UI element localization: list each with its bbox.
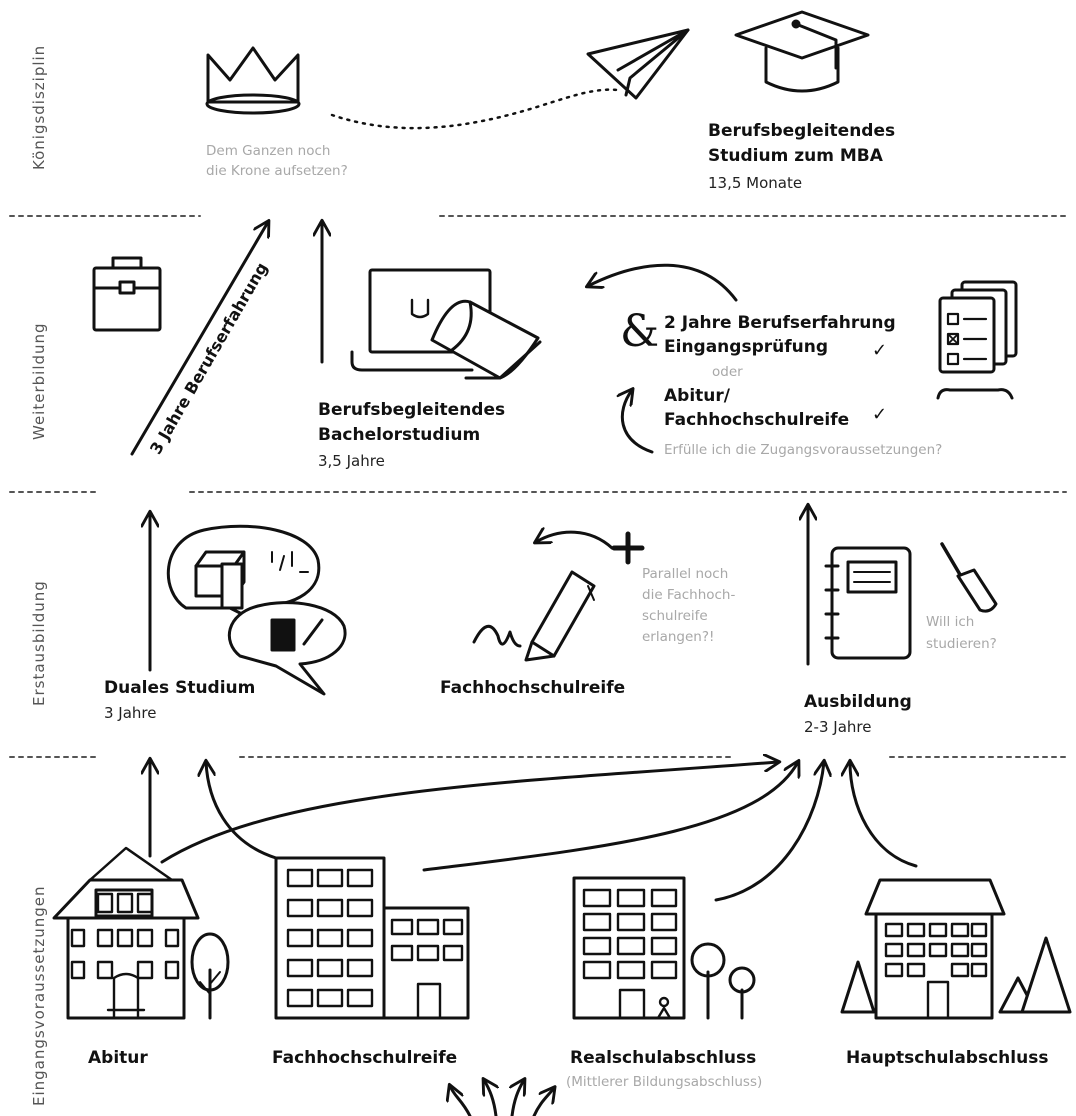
ausbildung-duration: 2-3 Jahre [804,718,872,736]
requirement-check-2: ✓ [872,404,888,425]
mba-duration: 13,5 Monate [708,174,803,192]
fhr-erst-title: Fachhochschulreife [440,678,626,698]
realschule-building-icon [572,876,686,1020]
fhr-building-icon [274,856,470,1020]
fhr-to-ausbildung-arrow [422,762,798,872]
realschule-to-ausbildung-arrow [714,762,824,902]
requirement-check-1: ✓ [872,340,888,361]
section-label-erstausbildung: Erstausbildung [30,580,48,706]
requirement-abitur: Abitur/ [664,386,730,406]
requirement-experience: 2 Jahre Berufserfahrung [664,313,896,333]
graduation-cap-icon [734,10,870,93]
crown-question-line1: Dem Ganzen noch [206,143,331,159]
pen-signature-icon [472,570,596,662]
bachelor-title-line1: Berufsbegleitendes [318,400,506,420]
parallel-back-arrow [536,532,614,550]
laptop-book-icon [350,268,542,380]
parallel-note-3: schulreife [642,608,708,624]
ausbildung-title: Ausbildung [804,692,912,712]
experience-arrow [130,222,268,456]
abitur-to-ausbildung-arrow [160,762,778,864]
ampersand-sign: & [620,306,660,357]
tree-icon [190,932,230,1020]
study-question-1: Will ich [926,614,975,630]
crown-question-line2: die Krone aufsetzen? [206,163,348,179]
section-label-eingangsvoraussetzungen: Eingangsvoraussetzungen [30,885,48,1106]
hauptschule-to-ausbildung-arrow [850,762,918,868]
crown-icon [205,46,301,115]
speech-bubbles-icon [166,524,347,696]
entry-abitur: Abitur [88,1048,148,1068]
entry-realschulabschluss: Realschulabschluss [570,1048,757,1068]
entry-hauptschulabschluss: Hauptschulabschluss [846,1048,1049,1068]
study-question-2: studieren? [926,636,997,652]
duales-title: Duales Studium [104,678,256,698]
bottom-arrows [450,1080,554,1116]
pine-trees-icon [840,936,1072,1014]
parallel-note-1: Parallel noch [642,566,729,582]
mba-title-line1: Berufsbegleitendes [708,121,896,141]
bachelor-duration: 3,5 Jahre [318,452,385,470]
question-loop-arrow [622,390,654,454]
parallel-note-2: die Fachhoch- [642,587,736,603]
requirements-to-bachelor-arrow [588,263,738,302]
section-label-weiterbildung: Weiterbildung [30,322,48,440]
bachelor-title-line2: Bachelorstudium [318,425,481,445]
requirement-fhr: Fachhochschulreife [664,410,850,430]
requirement-or: oder [712,364,743,380]
fhr-to-duales-arrow [206,762,278,860]
notebook-icon [824,546,912,660]
entry-fachhochschulreife: Fachhochschulreife [272,1048,458,1068]
entry-realschul-note: (Mittlerer Bildungsabschluss) [566,1074,763,1090]
requirement-entrance-exam: Eingangsprüfung [664,337,828,357]
plus-sign [611,531,645,565]
duales-duration: 3 Jahre [104,704,157,722]
requirement-question: Erfülle ich die Zugangsvoraussetzungen? [664,442,943,458]
crown-to-plane-dotted-path [330,88,620,130]
parallel-note-4: erlangen?! [642,629,715,645]
mba-title-line2: Studium zum MBA [708,146,883,166]
documents-wrench-icon [936,280,1018,400]
paper-plane-icon [586,28,690,100]
abitur-building-icon [52,846,200,1020]
trees-pair-icon [690,942,756,1020]
screwdriver-icon [940,542,998,613]
section-dividers [9,215,1067,758]
briefcase-icon [92,256,162,332]
section-label-koenigsdisziplin: Königsdisziplin [30,44,48,170]
hauptschule-building-icon [864,878,1006,1020]
